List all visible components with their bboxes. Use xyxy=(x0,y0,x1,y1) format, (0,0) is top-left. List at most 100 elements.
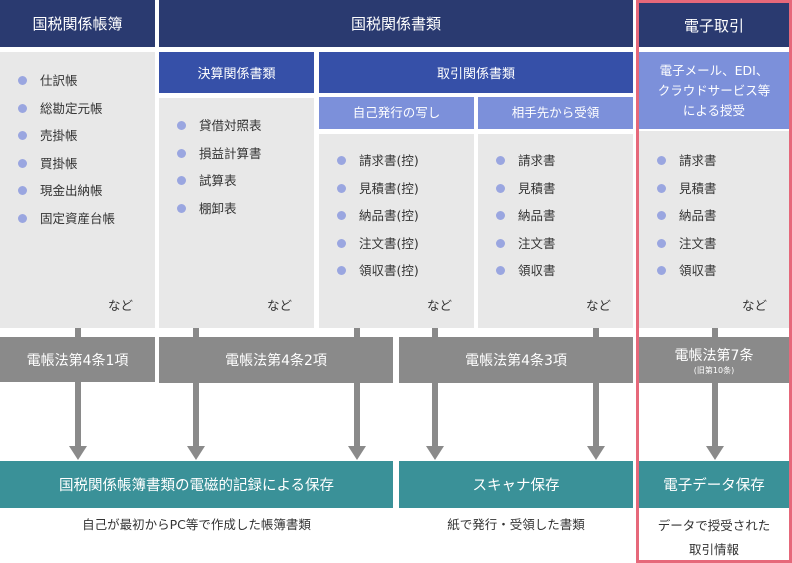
item-label: 請求書 xyxy=(518,153,556,168)
item-label: 買掛帳 xyxy=(40,155,78,171)
list-item: 見積書 xyxy=(496,179,556,207)
etc-label: など xyxy=(426,298,452,313)
list-item: 納品書 xyxy=(496,206,556,234)
bullet-icon xyxy=(657,211,666,221)
subheader-label: 自己発行の写し xyxy=(352,105,441,120)
list-item: 請求書 xyxy=(657,151,717,179)
etc-label: など xyxy=(741,298,767,313)
arrow-stem xyxy=(354,328,360,446)
bullet-icon xyxy=(337,211,346,221)
self-issued-list-box: 請求書(控) 見積書(控) 納品書(控) 注文書(控) 領収書(控) など xyxy=(319,134,474,328)
item-label: 損益計算書 xyxy=(199,145,262,161)
arrow-down-icon xyxy=(187,446,205,460)
bullet-icon xyxy=(657,156,666,165)
item-label: 注文書 xyxy=(679,235,717,251)
arrow-stem xyxy=(432,328,438,446)
item-label: 請求書 xyxy=(679,153,717,168)
settlement-list: 貸借対照表 損益計算書 試算表 棚卸表 xyxy=(177,116,262,226)
arrow-down-icon xyxy=(426,446,444,460)
header-label: 国税関係帳簿 xyxy=(32,15,123,33)
list-item: 試算表 xyxy=(177,171,262,199)
bullet-icon xyxy=(496,156,505,165)
list-item: 棚卸表 xyxy=(177,199,262,227)
settlement-list-box: 貸借対照表 損益計算書 試算表 棚卸表 など xyxy=(159,98,314,328)
received-list: 請求書 見積書 納品書 注文書 領収書 xyxy=(496,151,556,289)
etc-label: など xyxy=(266,298,292,313)
storage-label: 電子データ保存 xyxy=(663,478,765,494)
item-label: 見積書 xyxy=(518,180,556,196)
header-label: 国税関係書類 xyxy=(350,15,441,33)
etc-label: など xyxy=(585,298,611,313)
law-bar-7: 電帳法第7条 (旧第10条) xyxy=(639,337,789,383)
bullet-icon xyxy=(496,211,505,221)
bullet-icon xyxy=(657,238,666,248)
storage-scanner: スキャナ保存 xyxy=(399,461,633,508)
caption-line: 取引情報 xyxy=(688,542,739,557)
subheader-label: 決算関係書類 xyxy=(197,67,276,82)
bullet-icon xyxy=(337,156,346,165)
item-label: 総勘定元帳 xyxy=(40,100,103,116)
item-label: 納品書(控) xyxy=(359,208,419,224)
bullet-icon xyxy=(18,76,27,85)
bullet-icon xyxy=(496,183,505,193)
item-label: 請求書(控) xyxy=(359,153,419,168)
storage-electromagnetic: 国税関係帳簿書類の電磁的記録による保存 xyxy=(0,461,393,508)
arrow-down-icon xyxy=(69,446,87,460)
electronic-list-box: 請求書 見積書 納品書 注文書 領収書 など xyxy=(639,131,789,328)
list-item: 現金出納帳 xyxy=(18,181,115,209)
list-item: 仕訳帳 xyxy=(18,71,115,99)
caption-edata: データで授受された 取引情報 xyxy=(639,514,789,562)
item-label: 領収書 xyxy=(679,263,717,279)
item-label: 納品書 xyxy=(518,208,556,224)
law-label: 電帳法第7条 xyxy=(674,347,754,364)
subheader-label: 相手先から受領 xyxy=(511,105,600,120)
caption-scanner: 紙で発行・受領した書類 xyxy=(447,517,585,532)
law-label: 電帳法第4条2項 xyxy=(225,353,327,369)
item-label: 試算表 xyxy=(199,173,237,189)
item-label: 領収書 xyxy=(518,263,556,279)
bullet-icon xyxy=(18,103,27,113)
subheader-electronic: 電子メール、EDI、 クラウドサービス等 による授受 xyxy=(639,52,789,129)
law-label: 電帳法第4条3項 xyxy=(465,353,567,369)
list-item: 注文書 xyxy=(657,234,717,262)
list-item: 注文書 xyxy=(496,234,556,262)
arrow-stem xyxy=(593,328,599,446)
item-label: 注文書(控) xyxy=(359,235,419,251)
subheader-line: による授受 xyxy=(682,102,746,118)
list-item: 固定資産台帳 xyxy=(18,209,115,237)
subheader-label: 取引関係書類 xyxy=(436,67,515,82)
bullet-icon xyxy=(337,238,346,248)
law-bar-4-1: 電帳法第4条1項 xyxy=(0,337,155,382)
list-item: 領収書 xyxy=(496,261,556,289)
list-item: 請求書 xyxy=(496,151,556,179)
received-list-box: 請求書 見積書 納品書 注文書 領収書 など xyxy=(478,134,633,328)
header-kokuzei-books: 国税関係帳簿 xyxy=(0,0,155,47)
law-sublabel: (旧第10条) xyxy=(693,365,735,375)
subheader-self-issued: 自己発行の写し xyxy=(319,97,474,129)
bullet-icon xyxy=(496,266,505,276)
header-label: 電子取引 xyxy=(683,16,744,35)
caption-electromagnetic: 自己が最初からPC等で作成した帳簿書類 xyxy=(82,517,311,532)
list-item: 見積書(控) xyxy=(337,179,419,207)
item-label: 貸借対照表 xyxy=(199,118,262,133)
bullet-icon xyxy=(657,183,666,193)
law-bar-4-3: 電帳法第4条3項 xyxy=(399,337,633,383)
bullet-icon xyxy=(337,266,346,276)
subheader-received: 相手先から受領 xyxy=(478,97,633,129)
arrow-stem xyxy=(75,328,81,446)
list-item: 貸借対照表 xyxy=(177,116,262,144)
bullet-icon xyxy=(177,176,186,186)
subheader-line: 電子メール、EDI、 xyxy=(659,62,769,78)
storage-label: スキャナ保存 xyxy=(472,478,560,494)
list-item: 請求書(控) xyxy=(337,151,419,179)
header-kokuzei-documents: 国税関係書類 xyxy=(159,0,633,47)
arrow-stem xyxy=(712,328,718,446)
bullet-icon xyxy=(18,158,27,168)
list-item: 納品書 xyxy=(657,206,717,234)
bullet-icon xyxy=(496,238,505,248)
list-item: 領収書(控) xyxy=(337,261,419,289)
item-label: 現金出納帳 xyxy=(40,183,103,199)
list-item: 注文書(控) xyxy=(337,234,419,262)
bullet-icon xyxy=(337,183,346,193)
arrow-down-icon xyxy=(348,446,366,460)
